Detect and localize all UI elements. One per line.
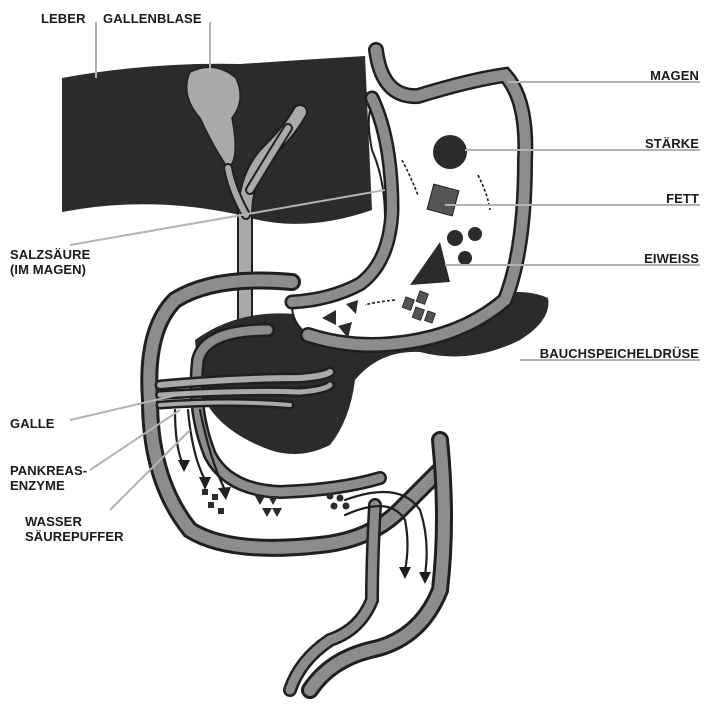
label-wasser-line1: WASSER <box>25 514 124 529</box>
label-bauchspeicheldruese: BAUCHSPEICHELDRÜSE <box>540 346 699 361</box>
label-galle: GALLE <box>10 416 55 431</box>
label-wasser-line2: SÄUREPUFFER <box>25 529 124 544</box>
label-pankreas-line2: ENZYME <box>10 478 87 493</box>
starch-particle <box>433 135 467 169</box>
label-salzsaeure: SALZSÄURE (IM MAGEN) <box>10 247 90 277</box>
label-staerke: STÄRKE <box>645 136 699 151</box>
label-wasser-saeurepuffer: WASSER SÄUREPUFFER <box>25 514 124 544</box>
label-eiweiss: EIWEISS <box>644 251 699 266</box>
label-pankreas-line1: PANKREAS- <box>10 463 87 478</box>
label-magen: MAGEN <box>650 68 699 83</box>
label-pankreas-enzyme: PANKREAS- ENZYME <box>10 463 87 493</box>
label-gallenblase: GALLENBLASE <box>103 11 202 26</box>
label-leber: LEBER <box>41 11 86 26</box>
label-salzsaeure-line2: (IM MAGEN) <box>10 262 90 277</box>
label-fett: FETT <box>666 191 699 206</box>
label-salzsaeure-line1: SALZSÄURE <box>10 247 90 262</box>
